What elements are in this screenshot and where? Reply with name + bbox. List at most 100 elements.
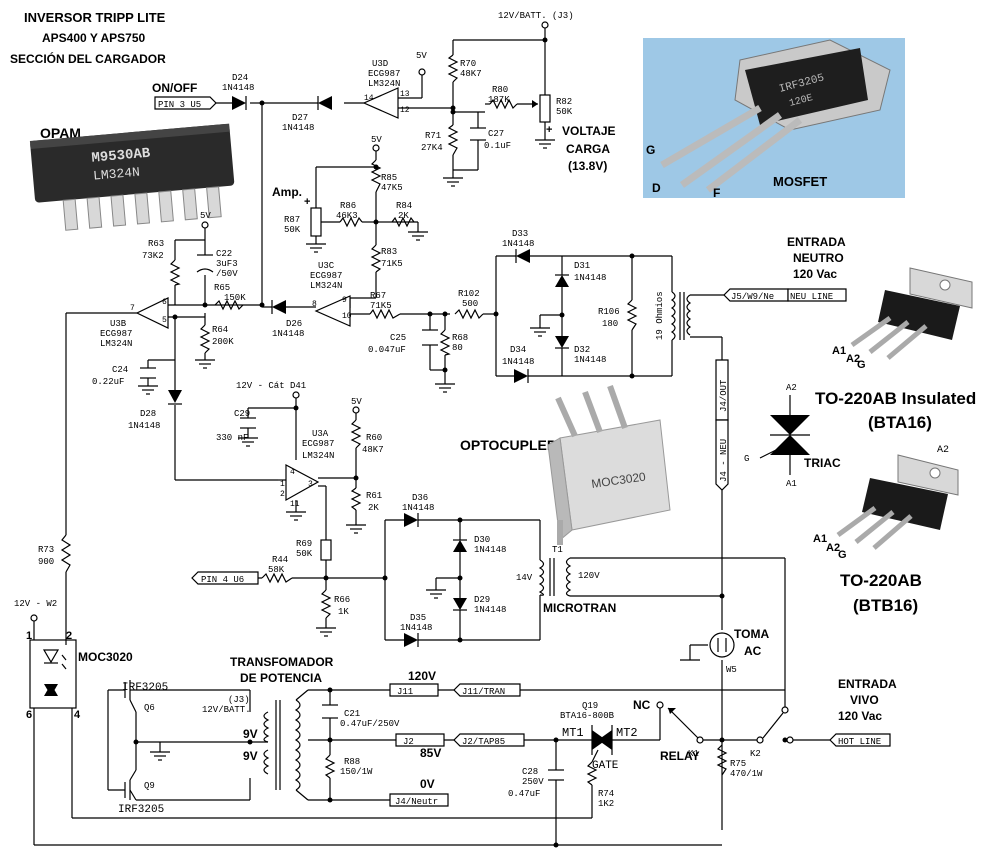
ref-r87: R87 — [284, 215, 300, 225]
pin-11: 11 — [290, 500, 300, 509]
net-hot-line: HOT LINE — [838, 737, 881, 747]
bta16-pin-g: G — [857, 359, 866, 371]
ref-r44: R44 — [272, 555, 288, 565]
ref-d34: D34 — [510, 345, 526, 355]
val-r44: 58K — [268, 565, 285, 575]
ref-d26: D26 — [286, 319, 302, 329]
label-w5: W5 — [726, 665, 737, 675]
btb16-pin-g: G — [838, 549, 847, 561]
net-j2tap: J2/TAP85 — [462, 737, 505, 747]
label-entrada-neutro-1: ENTRADA — [787, 235, 846, 249]
label-k1: K1 — [688, 749, 699, 759]
val-r61: 2K — [368, 503, 379, 513]
net-5v-b: 5V — [371, 135, 382, 145]
val-r74: 1K2 — [598, 799, 614, 809]
val-u3c-1: ECG987 — [310, 271, 342, 281]
mosfet-pin-f: F — [713, 186, 720, 200]
label-85v: 85V — [420, 746, 441, 760]
net-j2: J2 — [403, 737, 414, 747]
bta16-subtitle: (BTA16) — [868, 413, 932, 432]
ref-c22: C22 — [216, 249, 232, 259]
val-r66: 1K — [338, 607, 349, 617]
net-flags: PIN 3 U5 PIN 4 U6 J5/W9/Ne NEU LINE J4/O… — [154, 96, 891, 807]
btb16-subtitle: (BTB16) — [853, 596, 918, 615]
ref-r69: R69 — [296, 539, 312, 549]
val-c28-v: 250V — [522, 777, 544, 787]
ref-r80: R80 — [492, 85, 508, 95]
val-r88: 150/1W — [340, 767, 373, 777]
ref-r106: R106 — [598, 307, 620, 317]
ref-t1: T1 — [552, 545, 563, 555]
moc-pin-1: 1 — [26, 630, 32, 642]
triac-a1: A1 — [786, 479, 797, 489]
label-transformador-2: DE POTENCIA — [240, 671, 322, 685]
pin-13: 13 — [400, 90, 410, 99]
ref-r85: R85 — [381, 173, 397, 183]
opam-marking-1: M9530AB — [91, 146, 152, 167]
pin-10: 10 — [342, 312, 352, 321]
pin-7: 7 — [130, 304, 135, 313]
label-plus-pot: + — [546, 124, 552, 136]
btb16-pin-a1: A1 — [813, 533, 827, 545]
pin-6: 6 — [162, 298, 167, 307]
val-c27: 0.1uF — [484, 141, 511, 151]
optocupler-label: OPTOCUPLER — [460, 437, 557, 453]
label-relay: RELAY — [660, 749, 700, 763]
moc-pin-6: 6 — [26, 709, 32, 721]
net-j11tran: J11/TRAN — [462, 687, 505, 697]
val-d33: 1N4148 — [502, 239, 534, 249]
ref-c25: C25 — [390, 333, 406, 343]
label-nc: NC — [633, 698, 651, 712]
ref-u3d: U3D — [372, 59, 388, 69]
label-9v-a: 9V — [243, 727, 258, 741]
val-d26: 1N4148 — [272, 329, 304, 339]
ref-d35: D35 — [410, 613, 426, 623]
val-c25: 0.047uF — [368, 345, 406, 355]
triac-label: TRIAC — [804, 456, 841, 470]
ref-r84: R84 — [396, 201, 412, 211]
mosfet-photo: IRF3205 120E G D F MOSFET — [643, 38, 905, 200]
val-r71: 27K4 — [421, 143, 443, 153]
pin-14: 14 — [364, 94, 374, 103]
ref-d30: D30 — [474, 535, 490, 545]
ref-r102: R102 — [458, 289, 480, 299]
ref-u3a: U3A — [312, 429, 329, 439]
net-5v-c: 5V — [200, 211, 211, 221]
val-t1-14v: 14V — [516, 573, 533, 583]
net-pin4u6: PIN 4 U6 — [201, 575, 244, 585]
q19-gate: GATE — [592, 760, 619, 772]
ref-c28: C28 — [522, 767, 538, 777]
val-d30: 1N4148 — [474, 545, 506, 555]
net-5v-d: 5V — [351, 397, 362, 407]
val-d27: 1N4148 — [282, 123, 314, 133]
pin-12: 12 — [400, 106, 410, 115]
val-r64: 200K — [212, 337, 234, 347]
val-u3b-2: LM324N — [100, 339, 132, 349]
val-u3a-2: LM324N — [302, 451, 334, 461]
ref-q6-part: IRF3205 — [122, 682, 168, 694]
label-plus-amp: + — [304, 196, 310, 208]
pin-2: 2 — [280, 490, 285, 499]
ref-r63: R63 — [148, 239, 164, 249]
val-c22-1: 3uF3 — [216, 259, 238, 269]
label-entrada-vivo-2: VIVO — [850, 693, 879, 707]
btb16-title: TO-220AB — [840, 571, 922, 590]
ref-r86: R86 — [340, 201, 356, 211]
ref-d28: D28 — [140, 409, 156, 419]
val-u3a-1: ECG987 — [302, 439, 334, 449]
ref-r60: R60 — [366, 433, 382, 443]
val-r75: 470/1W — [730, 769, 763, 779]
val-d29: 1N4148 — [474, 605, 506, 615]
ref-d24: D24 — [232, 73, 248, 83]
triac-a2: A2 — [786, 383, 797, 393]
label-on-off: ON/OFF — [152, 81, 197, 95]
label-carga-v: (13.8V) — [568, 159, 607, 173]
ref-d32: D32 — [574, 345, 590, 355]
moc3020-box — [29, 639, 77, 709]
q19-mt1: MT1 — [562, 726, 584, 740]
ref-r74: R74 — [598, 789, 614, 799]
ref-r88: R88 — [344, 757, 360, 767]
net-j11: J11 — [397, 687, 413, 697]
mosfet-pin-g: G — [646, 143, 655, 157]
pin-1: 1 — [280, 480, 285, 489]
